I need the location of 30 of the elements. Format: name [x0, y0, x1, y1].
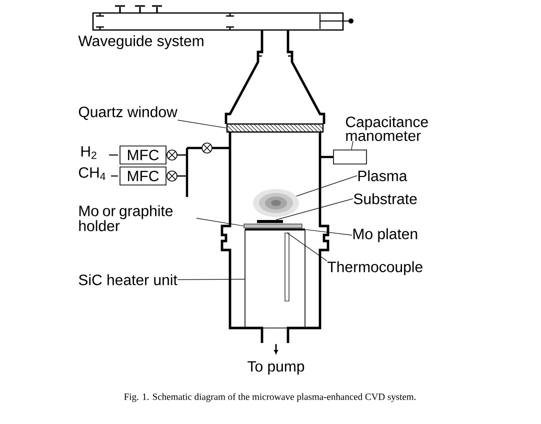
part-label: Thermocouple: [328, 261, 422, 276]
heater-unit: [244, 230, 306, 328]
gas-label: H$_{2}$: [81, 146, 96, 159]
part-label: SiC heater unit: [78, 274, 178, 286]
part-label: Mo platen: [353, 228, 418, 242]
part-label: Quartz window: [78, 106, 178, 120]
leader-line: [286, 232, 328, 262]
plasma-glow: [253, 189, 299, 217]
leader-line: [177, 278, 245, 280]
holder-plate: [244, 224, 302, 228]
part-label: Mo or graphite holder: [79, 205, 173, 232]
substrate-plate: [257, 220, 283, 223]
mfc-box: MFC: [120, 166, 166, 186]
leader-line: [196, 218, 244, 226]
leader-line: [177, 120, 227, 128]
leader-line: [296, 175, 358, 196]
part-label: Substrate: [354, 193, 417, 204]
leader-line: [351, 140, 354, 150]
leader-line: [276, 198, 354, 220]
manometer-box: [333, 150, 367, 164]
leader-line: [304, 229, 352, 236]
part-label: Capacitance manometer: [346, 116, 428, 142]
outlet-label: To pump: [248, 361, 304, 375]
window-plate: [226, 123, 324, 133]
part-label: Plasma: [358, 170, 408, 182]
mfc-box: MFC: [120, 146, 166, 164]
thermocouple-tube: [284, 232, 290, 302]
gas-label: CH$_{4}$: [78, 167, 106, 180]
caption: Fig. 1. Schematic diagram of the microwave plasma-enhanced CVD system.: [124, 393, 416, 402]
heading-label: Waveguide system: [78, 35, 204, 50]
